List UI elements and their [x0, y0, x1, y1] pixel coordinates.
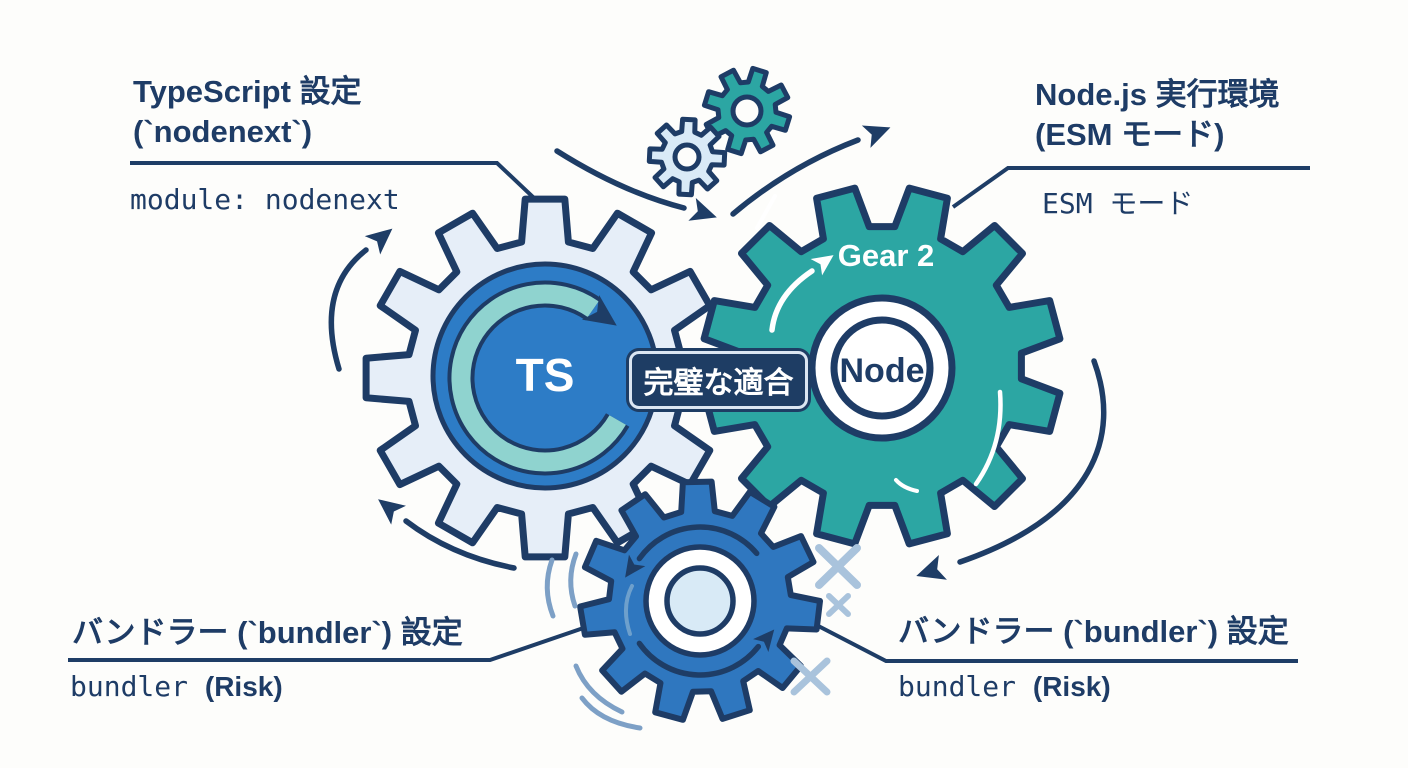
motion-lines [544, 551, 643, 731]
bundler-risk-note: (Risk) [1032, 671, 1111, 702]
rotation-arrow-up-icon [769, 255, 834, 333]
perfect-fit-badge: 完璧な適合 [629, 351, 808, 409]
bundler-config-right-value: bundler (Risk) [898, 670, 1111, 704]
rotation-arrows-icon [625, 524, 775, 678]
refresh-arrow-icon [447, 280, 630, 476]
bundler-code: bundler [70, 670, 189, 703]
node-hub-inner [830, 316, 934, 420]
bundler-code: bundler [898, 670, 1017, 703]
leader-line-bottom-left [68, 620, 602, 662]
node-gear-label: Node [839, 352, 925, 390]
nodejs-runtime-title-line2: (ESM モード) [1035, 117, 1225, 153]
leader-line-bottom-right [798, 614, 1298, 663]
bundler-config-right-label: バンドラー (`bundler`) 設定 [898, 614, 1289, 649]
bundler-risk-note: (Risk) [204, 671, 283, 702]
ts-gear-label: TS [515, 349, 575, 401]
gear-highlight [973, 389, 1003, 487]
bundler-hub-center [664, 565, 736, 637]
typescript-config-title-line2: (`nodenext`) [133, 114, 313, 150]
node-gear [700, 184, 1064, 548]
gear-highlight [894, 478, 919, 493]
flow-arrow-top-right [730, 125, 891, 217]
small-teal-gear-icon [701, 65, 793, 157]
typescript-config-label: TypeScript 設定 (`nodenext`) [133, 72, 362, 153]
nodejs-runtime-title-line1: Node.js 実行環境 [1035, 77, 1280, 112]
leader-line-top-right [951, 166, 1310, 209]
rotation-arrow-right [916, 358, 1107, 580]
nodejs-runtime-value: ESM モード [1042, 187, 1194, 220]
flow-arrow-top-left [554, 148, 717, 221]
nodejs-runtime-label: Node.js 実行環境 (ESM モード) [1035, 75, 1280, 156]
small-light-gear-icon [646, 116, 728, 198]
ts-gear [362, 195, 728, 561]
bundler-config-left-value: bundler (Risk) [70, 670, 283, 704]
bundler-config-left-label: バンドラー (`bundler`) 設定 [72, 615, 463, 650]
gear-accent [624, 584, 634, 636]
gear-highlight [755, 194, 777, 230]
bundler-gear [577, 478, 823, 723]
typescript-config-title-line1: TypeScript 設定 [133, 74, 362, 109]
rotation-arrow-left [328, 228, 393, 372]
gear2-caption: Gear 2 [837, 238, 935, 273]
rotation-arrow-bottom-left [378, 499, 517, 571]
typescript-config-value: module: nodenext [130, 183, 400, 216]
x-marks [790, 544, 861, 696]
